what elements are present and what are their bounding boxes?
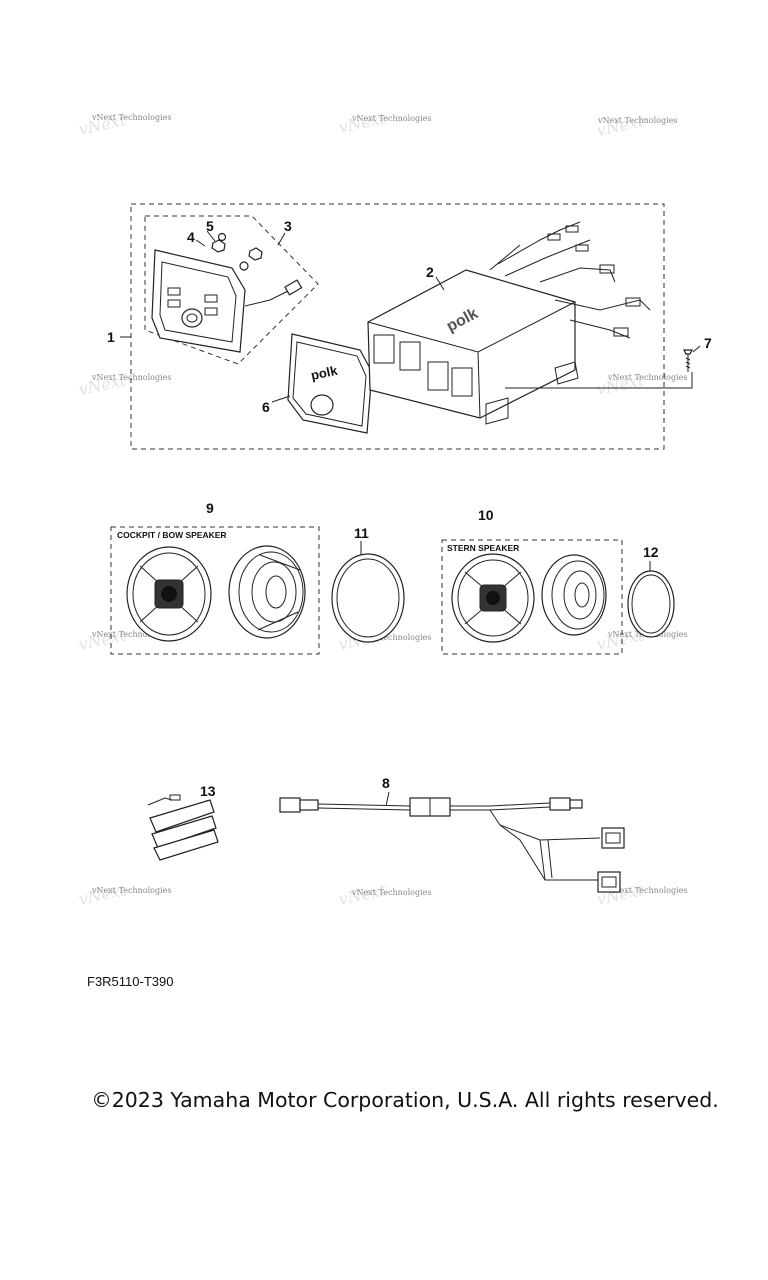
amplifier-drawing: polk: [367, 221, 651, 425]
callout-2: 2: [426, 264, 434, 280]
watermark-text: vNext Technologies: [91, 373, 171, 382]
harness-group: 13 8: [147, 775, 625, 893]
watermark-text: vNext Technologies: [597, 116, 677, 125]
adhesive-strip-drawing: [147, 794, 219, 861]
leader-line: [505, 372, 693, 389]
copyright-notice: ©2023 Yamaha Motor Corporation, U.S.A. A…: [91, 1088, 719, 1112]
watermark-text: vNext Technologies: [607, 373, 687, 382]
head-unit-drawing: [151, 232, 303, 353]
speaker-group: 9 COCKPIT / BOW SPEAKER 11 10 STER: [110, 500, 675, 655]
watermark-text: vNext Technologies: [91, 886, 171, 895]
callout-11: 11: [354, 525, 369, 541]
callout-5: 5: [206, 218, 214, 234]
callout-9: 9: [206, 500, 214, 516]
trim-ring-11: 11: [331, 525, 405, 643]
callout-13: 13: [200, 783, 216, 799]
leader-line: [271, 395, 291, 403]
cockpit-speaker-outline: [110, 526, 320, 655]
callout-8: 8: [382, 775, 390, 791]
diagram-reference-code: F3R5110-T390: [87, 974, 173, 989]
watermark-text: vNext Technologies: [91, 630, 171, 639]
callout-7: 7: [704, 335, 712, 351]
callout-6: 6: [262, 399, 270, 415]
watermark-text: vNext Technologies: [91, 113, 171, 122]
assembly-outline: [130, 203, 665, 450]
screw-drawing: [683, 349, 693, 372]
bezel-drawing: polk: [287, 333, 373, 434]
stereo-assembly-group: polk polk: [107, 203, 712, 450]
leader-line: [195, 239, 206, 247]
leader-line: [692, 345, 701, 353]
callout-12: 12: [643, 544, 659, 560]
stern-speaker-label: STERN SPEAKER: [447, 543, 519, 553]
leader-line: [206, 230, 216, 242]
watermark-text: vNext Technologies: [351, 114, 431, 123]
callout-1: 1: [107, 329, 115, 345]
callout-10: 10: [478, 507, 494, 523]
cockpit-speaker-front: [126, 546, 212, 642]
stern-speaker-outline: [441, 539, 623, 655]
cockpit-speaker-side: [228, 545, 306, 639]
watermark-text: vNext Technologies: [351, 888, 431, 897]
leader-line: [277, 232, 286, 246]
callout-4: 4: [187, 229, 195, 245]
stern-speaker-side: [541, 554, 607, 636]
head-unit-outline: [144, 215, 319, 365]
callout-3: 3: [284, 218, 292, 234]
watermark-text: vNext Technologies: [607, 886, 687, 895]
watermark-text: vNext Technologies: [351, 633, 431, 642]
brand-mark: polk: [310, 363, 340, 383]
leader-line: [435, 276, 445, 291]
wire-harness-drawing: [279, 797, 625, 893]
stern-speaker-front: [451, 553, 535, 643]
trim-ring-12: 12: [627, 544, 675, 638]
cockpit-speaker-label: COCKPIT / BOW SPEAKER: [117, 530, 227, 540]
